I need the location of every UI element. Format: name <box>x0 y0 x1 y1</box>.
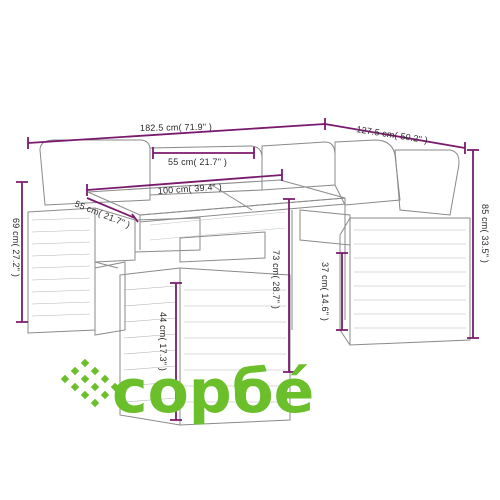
back-cushion-corner <box>261 141 336 191</box>
label-table-height: 73 cm( 28.7" ) <box>271 250 281 309</box>
logo-dot-pattern-icon <box>60 358 120 408</box>
dimension-labels: 182.5 cm( 71.9" ) 127.5 cm( 50.2" ) 55 c… <box>11 122 490 371</box>
dim-line-width-total <box>27 123 326 144</box>
label-table-length: 100 cm( 39.4" ) <box>157 182 222 196</box>
back-cushion-right-1 <box>334 139 401 206</box>
dimension-lines <box>16 118 479 421</box>
label-width-total: 182.5 cm( 71.9" ) <box>140 122 212 133</box>
watermark-logo: copбé <box>60 357 314 427</box>
dim-line-depth-corner <box>324 123 466 149</box>
label-stool-height: 44 cm( 17.3" ) <box>158 312 168 371</box>
label-table-depth: 55 cm( 21.7" ) <box>73 199 131 230</box>
label-back-height: 85 cm( 33.5" ) <box>480 204 490 263</box>
right-armrest <box>349 217 471 346</box>
back-cushion-right-2 <box>394 149 460 216</box>
dim-line-table-depth <box>86 197 136 219</box>
label-seat-height-total: 69 cm( 27.2" ) <box>11 218 21 277</box>
table-shelf <box>179 231 266 263</box>
label-depth-corner: 127.5 cm( 50.2" ) <box>356 124 429 145</box>
wicker-left <box>31 217 91 317</box>
dim-line-table-length <box>86 174 283 191</box>
label-seat-height: 37 cm( 14.6" ) <box>320 262 330 321</box>
label-inner-width: 55 cm( 21.7" ) <box>168 157 227 167</box>
wicker-stool <box>123 285 286 403</box>
furniture-sketch <box>27 139 471 426</box>
logo-wordmark: copбé <box>112 357 314 427</box>
wicker-right <box>354 229 466 329</box>
